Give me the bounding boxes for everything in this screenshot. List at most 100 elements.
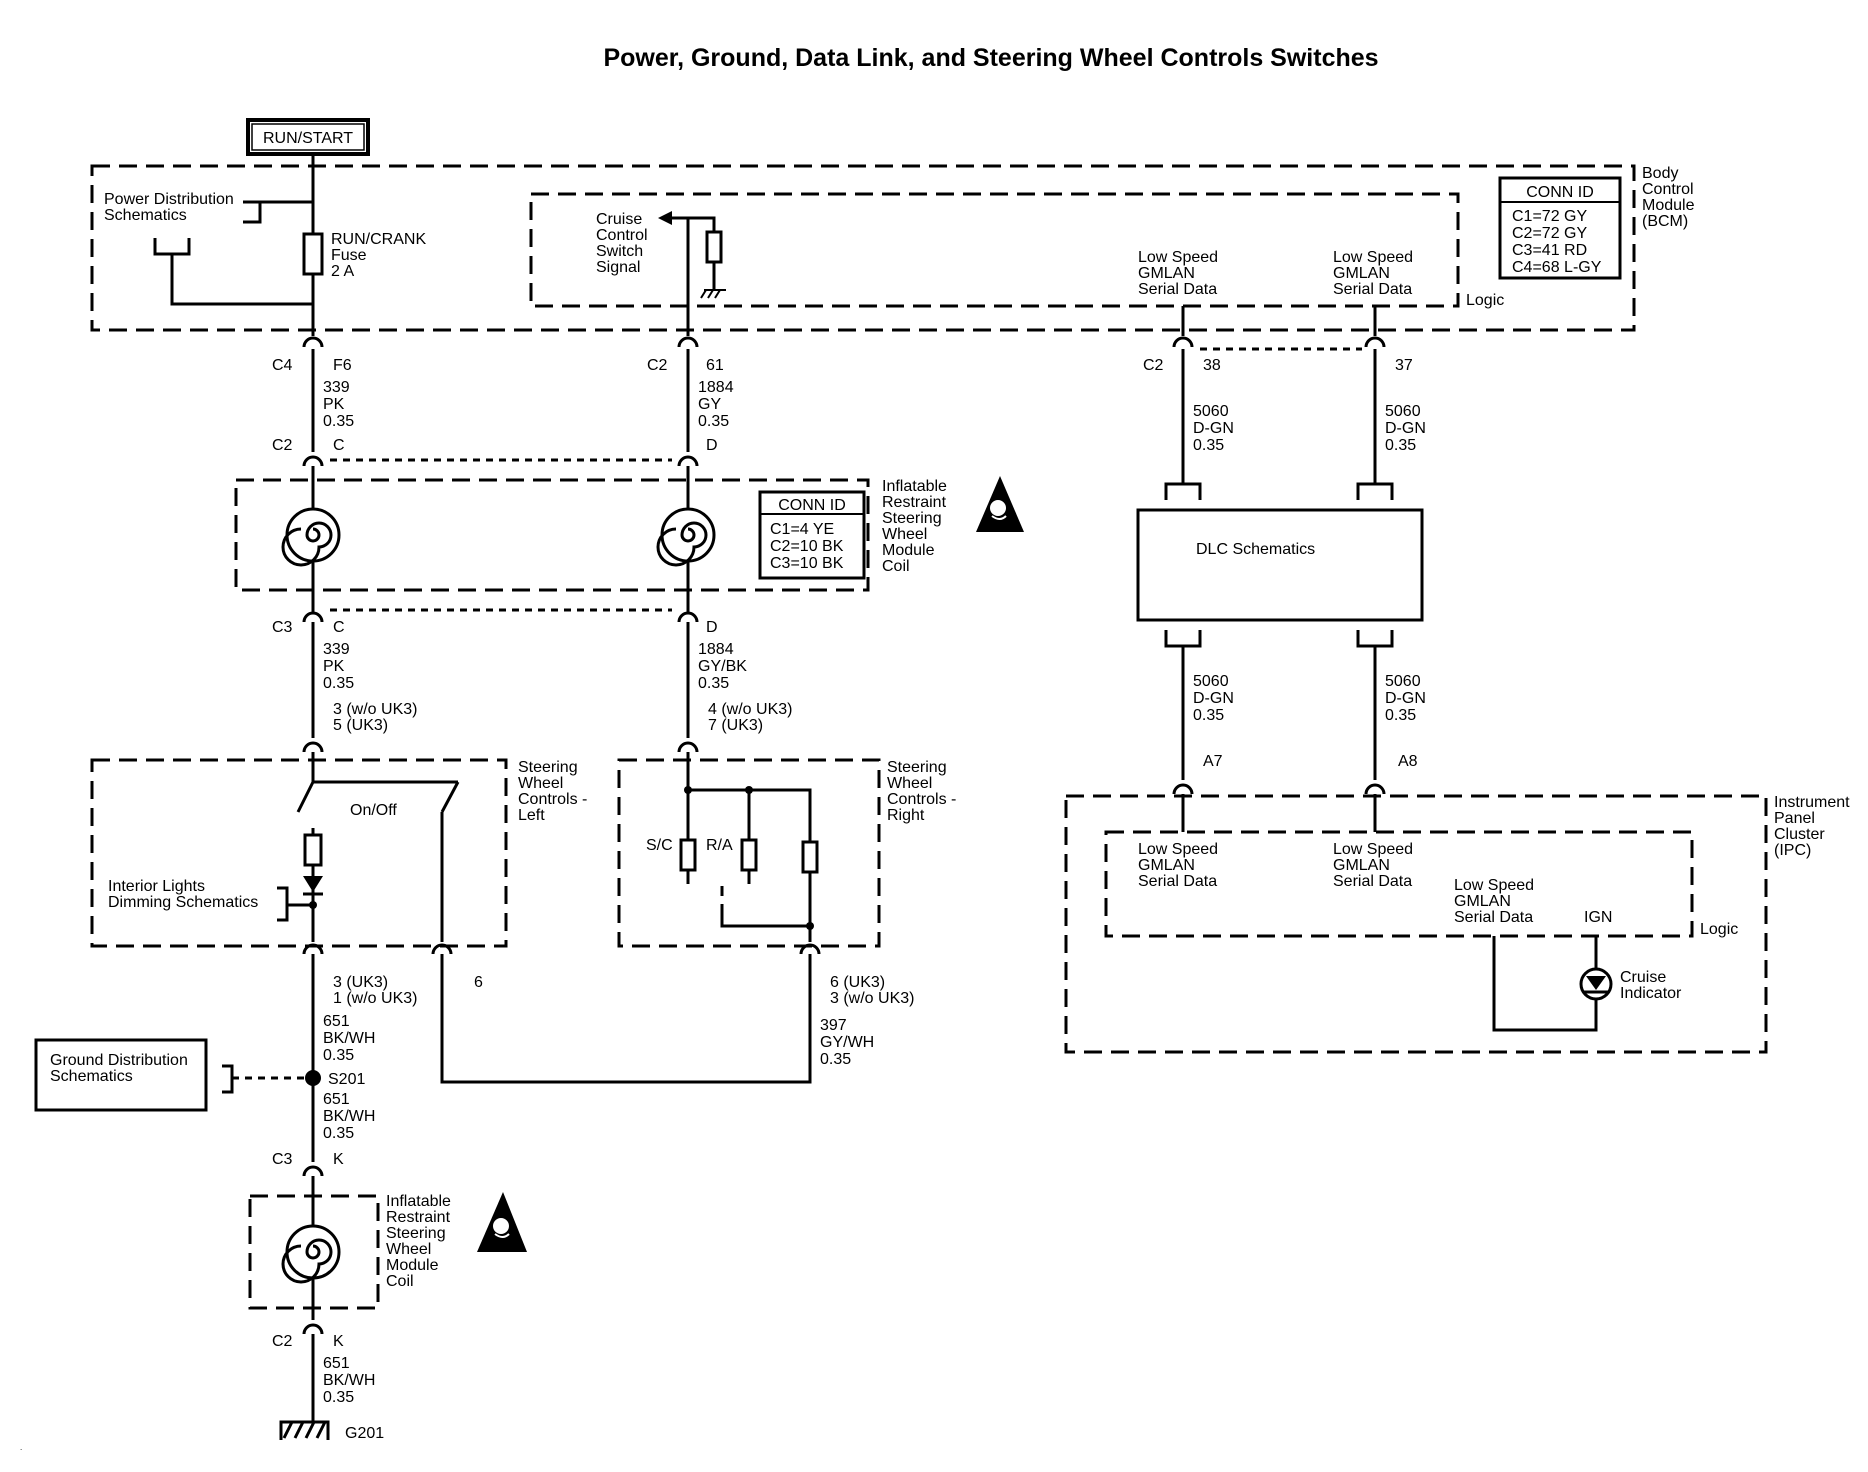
svg-text:D-GN: D-GN [1193,420,1234,437]
coil-conn-id-list: C1=4 YE C2=10 BK C3=10 BK [770,521,844,572]
svg-text:339: 339 [323,641,350,658]
pin-f6: F6 [333,357,352,374]
svg-text:GMLAN: GMLAN [1454,893,1511,910]
svg-text:C2=72 GY: C2=72 GY [1512,225,1587,242]
splice-label: S201 [328,1071,365,1088]
pins-right-lower: 6 (UK3) 3 (w/o UK3) [830,974,914,1007]
pins-left-lower: 3 (UK3) 1 (w/o UK3) [333,974,417,1007]
svg-text:Schematics: Schematics [50,1068,133,1085]
conn-c2-lower: C2 [272,1333,293,1350]
interior-lights-ref: Interior Lights Dimming Schematics [108,878,258,911]
svg-text:PK: PK [323,396,345,413]
svg-text:0.35: 0.35 [323,413,354,430]
ipc-logic-box [1104,830,1694,938]
wire-651-bkwh-a: 651 BK/WH 0.35 [323,1013,375,1064]
bcm-conn-id-title: CONN ID [1526,184,1594,201]
svg-text:Low Speed: Low Speed [1333,841,1413,858]
svg-text:Ground Distribution: Ground Distribution [50,1052,188,1069]
bcm-conn-id-list: C1=72 GY C2=72 GY C3=41 RD C4=68 L-GY [1512,208,1602,276]
svg-text:0.35: 0.35 [323,675,354,692]
bcm-lan-label-left: Low Speed GMLAN Serial Data [1138,249,1218,298]
svg-text:D-GN: D-GN [1385,690,1426,707]
svg-text:GMLAN: GMLAN [1333,857,1390,874]
svg-text:Steering: Steering [882,510,942,527]
wire-339-pk-mid: 339 PK 0.35 [323,641,354,692]
svg-text:651: 651 [323,1013,350,1030]
wire-5060-dlc-right: 5060 D-GN 0.35 [1385,673,1426,724]
on-off-label: On/Off [350,802,397,819]
pin-c-upper: C [333,437,345,454]
wire-5060-bcm-right: 5060 D-GN 0.35 [1385,403,1426,454]
bcm-conn-id-table [1498,176,1622,280]
svg-text:Wheel: Wheel [386,1241,431,1258]
svg-text:Coil: Coil [386,1273,414,1290]
wire-1884-gy-top: 1884 GY 0.35 [698,379,734,430]
coil-conn-id-title: CONN ID [778,497,846,514]
svg-text:(BCM): (BCM) [1642,213,1688,230]
svg-text:Indicator: Indicator [1620,985,1682,1002]
svg-text:0.35: 0.35 [323,1047,354,1064]
swc-left-label: Steering Wheel Controls - Left [518,759,587,824]
wire-1884-gybk-mid: 1884 GY/BK 0.35 [698,641,747,692]
svg-text:Left: Left [518,807,545,824]
conn-c3-coil: C3 [272,619,293,636]
svg-text:.: . [20,1443,22,1452]
svg-text:Module: Module [882,542,935,559]
ipc-logic-label: Logic [1700,921,1738,938]
svg-text:BK/WH: BK/WH [323,1030,375,1047]
wire-397-gywh: 397 GY/WH 0.35 [820,1017,874,1068]
svg-text:Wheel: Wheel [882,526,927,543]
run-start-label: RUN/START [263,130,353,147]
pins-left-switch: 3 (w/o UK3) 5 (UK3) [333,701,417,734]
cruise-indicator-label: Cruise Indicator [1620,969,1682,1002]
coil-left-icon [281,507,341,567]
svg-text:5060: 5060 [1193,403,1229,420]
ipc-box [1064,794,1768,1054]
svg-text:Module: Module [386,1257,439,1274]
fuse-label: RUN/CRANK Fuse 2 A [331,231,426,280]
wire-5060-dlc-left: 5060 D-GN 0.35 [1193,673,1234,724]
svg-text:0.35: 0.35 [1385,437,1416,454]
svg-text:7 (UK3): 7 (UK3) [708,717,763,734]
svg-text:Cruise: Cruise [596,211,642,228]
svg-text:Serial Data: Serial Data [1454,909,1533,926]
bcm-lan-label-right: Low Speed GMLAN Serial Data [1333,249,1413,298]
dlc-label: DLC Schematics [1196,541,1315,558]
svg-text:Control: Control [596,227,648,244]
svg-text:1884: 1884 [698,641,734,658]
bcm-box [90,164,1636,332]
svg-text:651: 651 [323,1355,350,1372]
wire-339-pk-top: 339 PK 0.35 [323,379,354,430]
svg-text:3 (w/o UK3): 3 (w/o UK3) [333,701,417,718]
svg-text:0.35: 0.35 [323,1125,354,1142]
svg-text:Low Speed: Low Speed [1138,841,1218,858]
svg-text:Signal: Signal [596,259,640,276]
upper-coil-module-box [234,478,870,592]
on-off-switch-contact-left [296,781,315,813]
pin-a8: A8 [1398,753,1418,770]
svg-text:C1=72 GY: C1=72 GY [1512,208,1587,225]
wire-651-bkwh-c: 651 BK/WH 0.35 [323,1355,375,1406]
svg-text:Steering: Steering [887,759,947,776]
svg-text:C3=41 RD: C3=41 RD [1512,242,1587,259]
svg-text:Steering: Steering [518,759,578,776]
ground-distribution-box [34,1038,208,1112]
svg-text:Cluster: Cluster [1774,826,1825,843]
svg-text:C3=10 BK: C3=10 BK [770,555,844,572]
svg-text:4 (w/o UK3): 4 (w/o UK3) [708,701,792,718]
svg-text:339: 339 [323,379,350,396]
bcm-logic-label: Logic [1466,292,1504,309]
svg-text:C2=10 BK: C2=10 BK [770,538,844,555]
swc-right-box [617,758,881,948]
svg-text:Low Speed: Low Speed [1138,249,1218,266]
svg-text:Instrument: Instrument [1774,794,1850,811]
bcm-label: Body Control Module (BCM) [1642,165,1695,230]
svg-text:Wheel: Wheel [518,775,563,792]
svg-text:GY/WH: GY/WH [820,1034,874,1051]
svg-text:Inflatable: Inflatable [882,478,947,495]
svg-text:5060: 5060 [1385,673,1421,690]
svg-text:6 (UK3): 6 (UK3) [830,974,885,991]
dlc-box [1136,508,1424,622]
conn-c3-lower: C3 [272,1151,293,1168]
